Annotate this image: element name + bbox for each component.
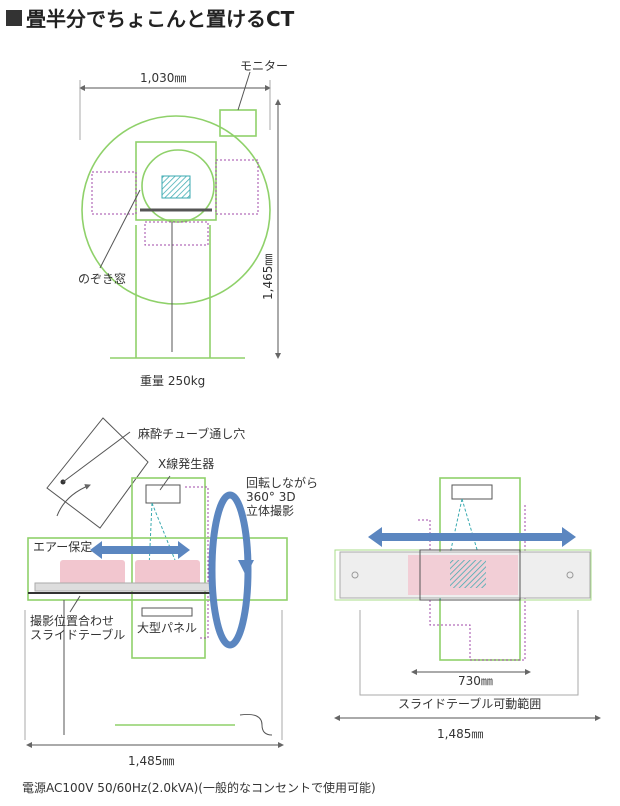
slide-label-2: スライドテーブル [30, 627, 125, 642]
tube-hole-label: 麻酔チューブ通し穴 [138, 426, 245, 441]
title-square-icon [6, 10, 22, 26]
window-label: のぞき窓 [78, 271, 126, 286]
slide-label-1: 撮影位置合わせ [30, 613, 114, 628]
rotation-label-1: 回転しながら [246, 475, 318, 490]
front-width-dim: 1,485㎜ [437, 727, 483, 741]
top-height-dim: 1,465㎜ [261, 254, 275, 300]
power-spec: 電源AC100V 50/60Hz(2.0kVA)(一般的なコンセントで使用可能) [22, 780, 376, 795]
xray-label: X線発生器 [158, 456, 214, 471]
top-width-dim: 1,030㎜ [140, 71, 186, 85]
travel-dim: 730㎜ [458, 674, 493, 688]
monitor-label: モニター [240, 59, 288, 73]
front-view: 730㎜ スライドテーブル可動範囲 1,485㎜ [334, 477, 601, 741]
page-title: 畳半分でちょこんと置けるCT [26, 7, 295, 31]
weight-label: 重量 250kg [140, 374, 205, 388]
rotation-label-2: 360° 3D [246, 490, 296, 504]
side-width-dim: 1,485㎜ [128, 754, 174, 768]
air-label: エアー保定 [33, 539, 92, 554]
range-label: スライドテーブル可動範囲 [398, 696, 541, 711]
panel-label: 大型パネル [137, 621, 197, 635]
rotation-label-3: 立体撮影 [246, 503, 294, 518]
side-view: 麻酔チューブ通し穴 X線発生器 エアー保定 回転しながら 360° 3D 立体撮… [24, 417, 318, 768]
top-view: 1,030㎜ モニター のぞき窓 1,465㎜ 重量 250kg [78, 59, 288, 388]
